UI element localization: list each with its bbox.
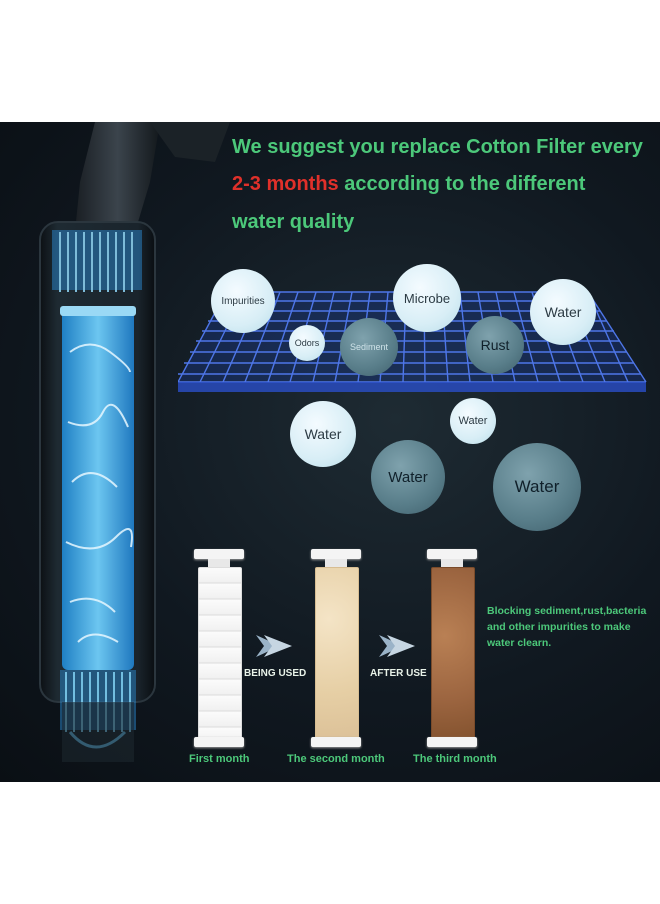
water-flow-top bbox=[52, 230, 142, 292]
headline-line-1: We suggest you replace Cotton Filter eve… bbox=[232, 136, 643, 158]
bubble-odors: Odors bbox=[289, 325, 325, 361]
label-second-month: The second month bbox=[287, 753, 385, 765]
shower-filter-illustration bbox=[39, 122, 230, 762]
headline-line-2-rest: according to the different bbox=[338, 173, 586, 195]
inner-cotton-filter bbox=[62, 310, 134, 670]
highlight-months: 2-3 months bbox=[232, 173, 339, 195]
filter-description: Blocking sediment,rust,bacteria and othe… bbox=[487, 605, 647, 649]
bubble-water-2: Water bbox=[450, 398, 496, 444]
cartridge-dirty bbox=[427, 549, 477, 749]
cartridge-new bbox=[194, 549, 244, 749]
headline-line-3: water quality bbox=[232, 211, 355, 233]
headline-line-2: 2-3 months according to the different bbox=[232, 173, 585, 196]
bubble-water-4: Water bbox=[493, 443, 581, 531]
label-being-used: BEING USED bbox=[244, 668, 307, 679]
label-first-month: First month bbox=[189, 753, 250, 765]
label-after-use: AFTER USE bbox=[370, 668, 427, 679]
bubble-impurities: Impurities bbox=[211, 269, 275, 333]
cartridge-used bbox=[311, 549, 361, 749]
product-panel: We suggest you replace Cotton Filter eve… bbox=[0, 122, 660, 782]
arrow-right-icon bbox=[379, 635, 415, 657]
bubble-water-top: Water bbox=[530, 279, 596, 345]
shower-handle bbox=[75, 122, 160, 232]
arrow-right-icon bbox=[256, 635, 292, 657]
bubble-microbe: Microbe bbox=[393, 264, 461, 332]
label-third-month: The third month bbox=[413, 753, 497, 765]
bubble-water-1: Water bbox=[290, 401, 356, 467]
bubble-water-3: Water bbox=[371, 440, 445, 514]
bubble-rust: Rust bbox=[466, 316, 524, 374]
water-flow-bottom bbox=[60, 670, 136, 762]
bubble-sediment: Sediment bbox=[340, 318, 398, 376]
